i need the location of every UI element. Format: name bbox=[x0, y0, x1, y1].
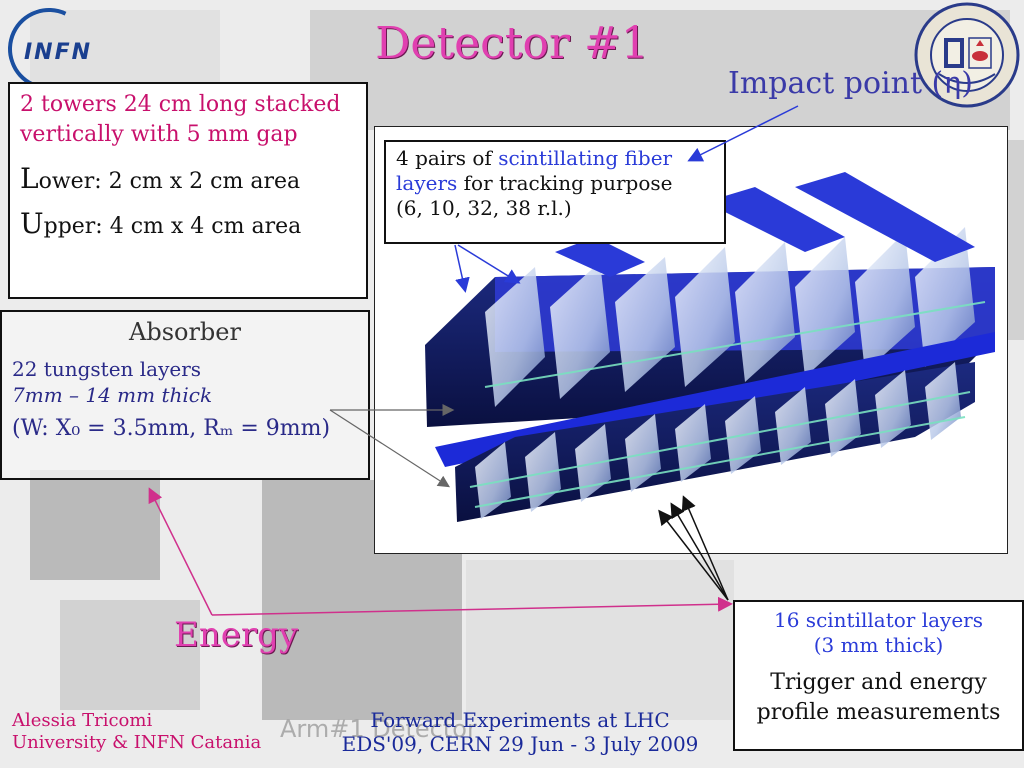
author-affiliation: University & INFN Catania bbox=[12, 732, 262, 753]
absorber-material: (W: X₀ = 3.5mm, Rₘ = 9mm) bbox=[12, 416, 331, 441]
absorber-layers: 22 tungsten layers bbox=[12, 357, 202, 381]
author-block: Alessia Tricomi University & INFN Catani… bbox=[12, 710, 261, 754]
upper-tower-plates bbox=[485, 227, 975, 407]
impact-point-label: Impact point (η) bbox=[728, 66, 973, 101]
conference-line2: EDS'09, CERN 29 Jun - 3 July 2009 bbox=[341, 732, 699, 756]
energy-label: Energy bbox=[174, 615, 299, 655]
background-photo bbox=[30, 10, 220, 85]
absorber-description-box: Absorber 22 tungsten layers 7mm – 14 mm … bbox=[0, 310, 370, 480]
towers-description-box: 2 towers 24 cm long stacked vertically w… bbox=[8, 82, 368, 299]
scintillator-line2: (3 mm thick) bbox=[813, 633, 944, 657]
scintillator-line4: profile measurements bbox=[756, 700, 1001, 725]
background-photo bbox=[60, 600, 200, 710]
author-name: Alessia Tricomi bbox=[12, 710, 153, 731]
absorber-thickness: 7mm – 14 mm thick bbox=[12, 383, 213, 407]
detector-figure bbox=[374, 126, 1008, 554]
absorber-heading: Absorber bbox=[129, 318, 241, 346]
background-photo bbox=[30, 470, 160, 580]
towers-text: 2 towers 24 cm long stacked vertically w… bbox=[20, 92, 341, 147]
infn-logo: INFN bbox=[0, 0, 102, 102]
background-caption: Arm#1 Detector bbox=[280, 715, 477, 743]
university-seal-icon bbox=[914, 2, 1020, 108]
scintillator-line1: 16 scintillator layers bbox=[774, 608, 983, 632]
fiber-text-line1: 4 pairs of scintillating fiber bbox=[396, 146, 673, 170]
background-photo bbox=[310, 10, 1010, 130]
scintillator-line3: Trigger and energy bbox=[770, 670, 987, 695]
lower-tower-text: Lower: 2 cm x 2 cm area bbox=[20, 162, 301, 195]
logo-text: INFN bbox=[24, 40, 93, 65]
scintillator-box: 16 scintillator layers (3 mm thick) Trig… bbox=[733, 600, 1024, 751]
background-photo bbox=[466, 560, 734, 720]
fiber-layers-box: 4 pairs of scintillating fiber layers fo… bbox=[384, 140, 726, 244]
conference-block: Forward Experiments at LHC EDS'09, CERN … bbox=[300, 708, 740, 756]
fiber-text-line2: layers for tracking purpose bbox=[396, 171, 673, 195]
detector-drawing bbox=[425, 172, 995, 522]
conference-line1: Forward Experiments at LHC bbox=[370, 708, 670, 732]
upper-tower-text: Upper: 4 cm x 4 cm area bbox=[20, 207, 302, 240]
fiber-text-line3: (6, 10, 32, 38 r.l.) bbox=[396, 196, 572, 220]
background-photo bbox=[1008, 140, 1024, 340]
slide-title: Detector #1 bbox=[375, 18, 649, 69]
